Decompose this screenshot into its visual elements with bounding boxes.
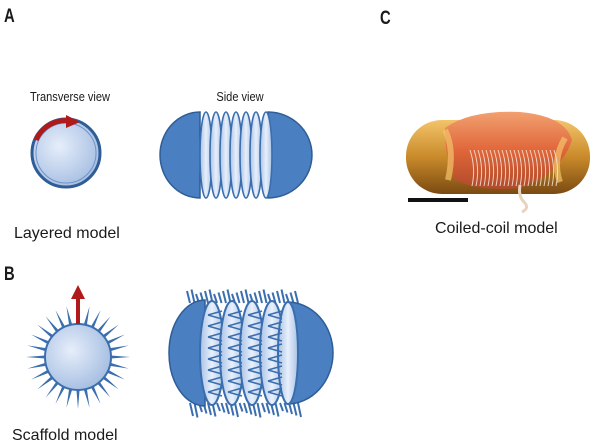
- coiled-coil-capsule: [406, 112, 590, 212]
- scale-bar: [408, 198, 468, 202]
- radial-arrow-icon: [71, 285, 85, 324]
- layered-side-view: [160, 112, 312, 198]
- scaffold-side-view: [169, 290, 333, 418]
